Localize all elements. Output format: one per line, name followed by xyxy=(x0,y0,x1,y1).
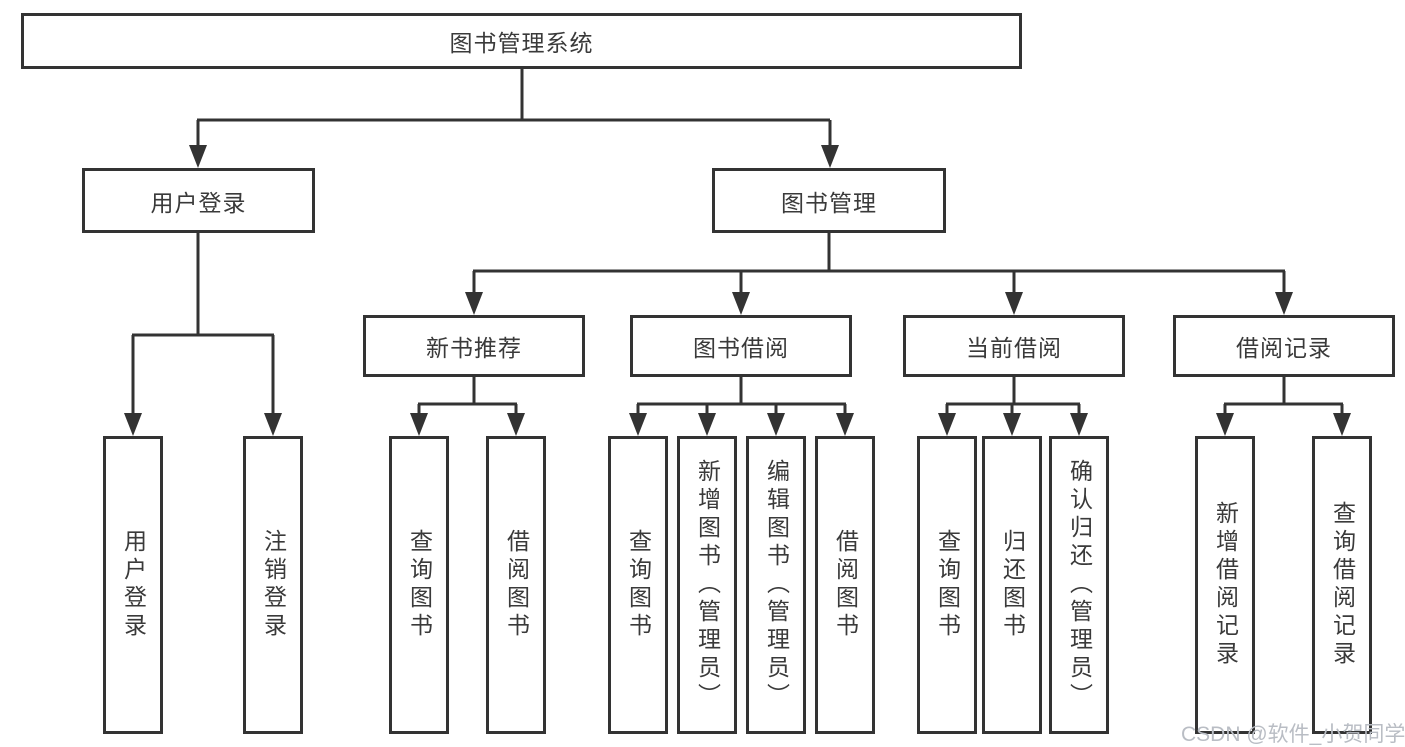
leaf-logout: 注销登录 xyxy=(243,436,303,734)
leaf-edit-books-admin-label: 编辑图书（管理员） xyxy=(763,459,790,711)
leaf-borrow-books: 借阅图书 xyxy=(815,436,875,734)
leaf-return-books-label: 归还图书 xyxy=(999,529,1026,641)
leaf-edit-books-admin: 编辑图书（管理员） xyxy=(746,436,806,734)
node-book-management-label: 图书管理 xyxy=(781,189,877,216)
leaf-query-books-current-label: 查询图书 xyxy=(934,529,961,641)
leaf-add-books-admin-label: 新增图书（管理员） xyxy=(694,459,721,711)
leaf-query-books-borrow-label: 查询图书 xyxy=(625,529,652,641)
leaf-add-books-admin: 新增图书（管理员） xyxy=(677,436,737,734)
node-user-login: 用户登录 xyxy=(82,168,315,233)
leaf-query-borrow-record: 查询借阅记录 xyxy=(1312,436,1372,734)
leaf-query-books-recommend: 查询图书 xyxy=(389,436,449,734)
leaf-borrow-books-label: 借阅图书 xyxy=(832,529,859,641)
node-root-system: 图书管理系统 xyxy=(21,13,1022,69)
leaf-user-login: 用户登录 xyxy=(103,436,163,734)
node-borrowing-records-label: 借阅记录 xyxy=(1236,335,1332,361)
node-current-borrowing: 当前借阅 xyxy=(903,315,1125,377)
leaf-add-borrow-record-label: 新增借阅记录 xyxy=(1212,501,1239,669)
node-borrowing-records: 借阅记录 xyxy=(1173,315,1395,377)
leaf-user-login-label: 用户登录 xyxy=(120,529,147,641)
node-current-borrowing-label: 当前借阅 xyxy=(966,335,1062,361)
leaf-confirm-return-admin: 确认归还（管理员） xyxy=(1049,436,1109,734)
node-book-borrowing: 图书借阅 xyxy=(630,315,852,377)
leaf-confirm-return-admin-label: 确认归还（管理员） xyxy=(1066,459,1093,711)
node-book-management: 图书管理 xyxy=(712,168,946,233)
csdn-watermark: CSDN @软件_小贺同学 xyxy=(1181,723,1405,746)
node-user-login-label: 用户登录 xyxy=(150,189,247,216)
leaf-add-borrow-record: 新增借阅记录 xyxy=(1195,436,1255,734)
leaf-query-books-current: 查询图书 xyxy=(917,436,977,734)
node-new-book-label: 新书推荐 xyxy=(426,335,522,361)
leaf-logout-label: 注销登录 xyxy=(260,529,287,641)
leaf-borrow-books-recommend-label: 借阅图书 xyxy=(503,529,530,641)
node-root-label: 图书管理系统 xyxy=(449,30,594,56)
leaf-query-books-borrow: 查询图书 xyxy=(608,436,668,734)
leaf-query-books-recommend-label: 查询图书 xyxy=(406,529,433,641)
node-new-book-recommendation: 新书推荐 xyxy=(363,315,585,377)
leaf-borrow-books-recommend: 借阅图书 xyxy=(486,436,546,734)
node-book-borrowing-label: 图书借阅 xyxy=(693,335,789,361)
leaf-query-borrow-record-label: 查询借阅记录 xyxy=(1329,501,1356,669)
leaf-return-books: 归还图书 xyxy=(982,436,1042,734)
